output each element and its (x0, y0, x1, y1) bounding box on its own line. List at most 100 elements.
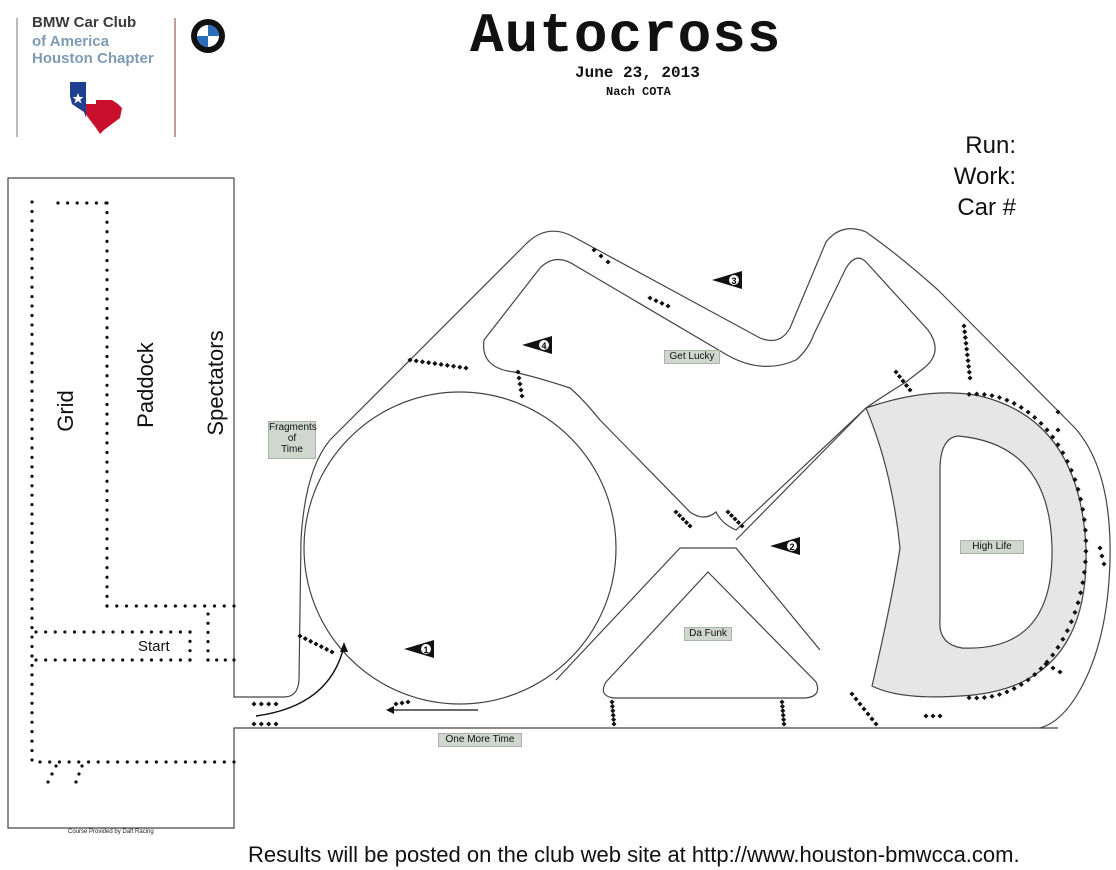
staging-dot (213, 760, 217, 764)
staging-dot (30, 257, 34, 261)
cone-icon (609, 699, 615, 705)
cone-icon (966, 369, 972, 375)
staging-dot (203, 604, 207, 608)
staging-dot (105, 297, 109, 301)
cone-icon (1064, 628, 1070, 634)
cone-icon (739, 523, 745, 529)
track-outer-edge (329, 228, 1111, 729)
cone-icon (1099, 553, 1105, 559)
staging-dot (105, 278, 109, 282)
cone-icon (519, 393, 525, 399)
cone-icon (1083, 548, 1089, 554)
station-4-number: 4 (541, 341, 546, 351)
staging-dot (30, 247, 34, 251)
grid-label: Grid (53, 390, 78, 432)
cone-icon (981, 695, 987, 701)
staging-dot (30, 455, 34, 459)
staging-dot (105, 383, 109, 387)
station-flag-icon: 4 (522, 336, 552, 354)
cone-icon (962, 335, 968, 341)
staging-dot (105, 306, 109, 311)
cone-icon (266, 701, 272, 707)
cone-icon (1050, 434, 1056, 440)
cone-icon (419, 359, 425, 365)
staging-dot (140, 658, 144, 662)
staging-dot (30, 588, 34, 592)
staging-dot (30, 361, 34, 365)
club-name-line2: of America (32, 33, 109, 50)
staging-dot (111, 658, 115, 662)
staging-dot (105, 460, 109, 464)
staging-dot (30, 503, 34, 507)
section-fragments-line1: Fragments (269, 422, 317, 433)
cone-icon (598, 253, 604, 259)
cone-icon (893, 369, 899, 375)
staging-dot (183, 760, 188, 764)
staging-dot (46, 780, 50, 784)
cone-icon (849, 691, 855, 697)
cone-icon (609, 703, 615, 709)
staging-dot (30, 739, 34, 743)
staging-dot (105, 393, 109, 397)
staging-dot (30, 417, 34, 422)
staging-dot (44, 630, 48, 634)
staging-dot (193, 760, 197, 764)
texas-flag-icon (70, 82, 122, 134)
staging-dot (53, 630, 57, 634)
staging-dot (105, 594, 109, 599)
cone-icon (1081, 569, 1087, 575)
staging-dot (212, 604, 217, 608)
crossover-right (735, 407, 867, 541)
staging-dot (30, 635, 34, 639)
cone-icon (413, 358, 419, 364)
cone-icon (258, 701, 264, 707)
staging-dot (30, 380, 34, 384)
staging-dot (105, 258, 109, 263)
staging-dot (174, 760, 178, 764)
cone-icon (426, 360, 432, 366)
staging-dot (105, 220, 109, 224)
staging-dot (105, 402, 109, 407)
staging-dot (145, 760, 149, 764)
station-flag-icon: 3 (712, 271, 742, 289)
staging-dot (72, 630, 77, 634)
staging-dot (30, 446, 34, 450)
staging-dot (105, 249, 109, 253)
staging-dot (30, 228, 34, 232)
staging-dot (135, 760, 139, 764)
staging-dot (72, 658, 77, 662)
staging-dot (57, 760, 62, 764)
staging-dot (130, 630, 134, 634)
cone-icon (1081, 517, 1087, 523)
cone-icon (735, 519, 742, 526)
staging-dot (50, 772, 54, 776)
staging-dot (121, 658, 125, 662)
cone-icon (964, 352, 970, 358)
cone-icon (779, 703, 785, 709)
cone-icon (989, 693, 995, 699)
cone-icon (853, 696, 859, 702)
skidpad-circle (303, 391, 617, 705)
cone-icon (1055, 427, 1061, 433)
cone-icon (1050, 665, 1056, 671)
start-label: Start (138, 638, 170, 655)
staging-dot (34, 658, 38, 662)
cone-icon (516, 375, 522, 381)
staging-dot (105, 326, 109, 330)
staging-dot (30, 654, 34, 658)
run-label: Run: (965, 132, 1016, 159)
staging-dot (30, 427, 34, 431)
cone-icon (665, 303, 671, 309)
staging-dot (82, 658, 86, 662)
cone-icon (687, 523, 693, 529)
staging-dot (105, 345, 109, 349)
staging-dot (105, 479, 109, 483)
cone-icon (903, 382, 910, 389)
cone-icon (1075, 600, 1081, 606)
staging-dot (115, 604, 119, 608)
staging-dot (144, 604, 148, 608)
staging-dot (105, 201, 109, 205)
cone-icon (273, 701, 279, 707)
staging-dot (105, 431, 109, 435)
